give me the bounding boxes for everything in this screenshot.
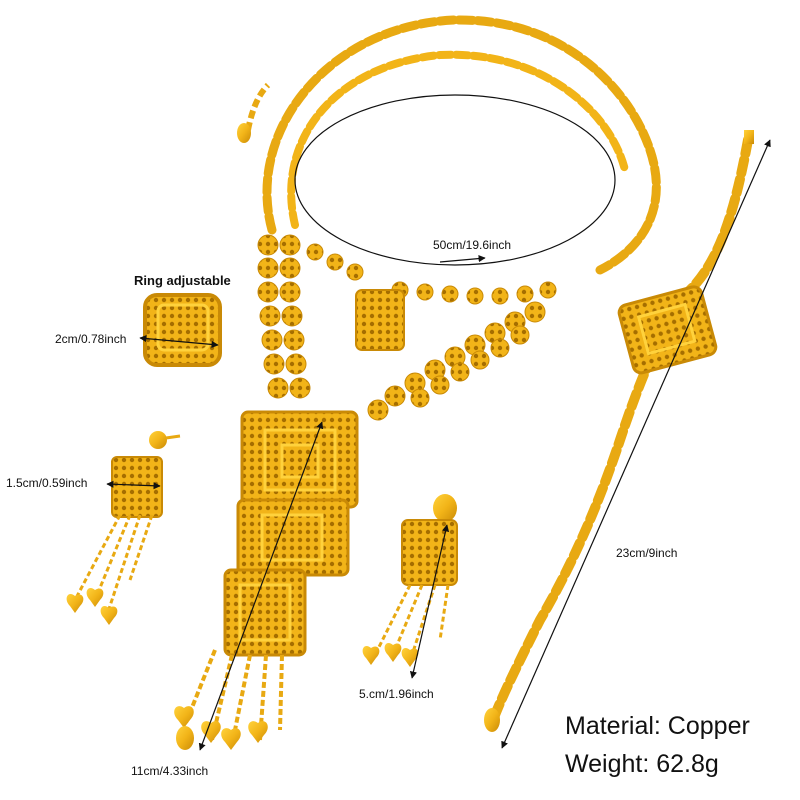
bracelet bbox=[484, 130, 754, 732]
weight-label: Weight: 62.8g bbox=[565, 750, 719, 778]
earring-small bbox=[66, 431, 181, 625]
earring-large bbox=[362, 494, 458, 667]
earring-small-size-label: 1.5cm/0.59inch bbox=[6, 476, 88, 490]
material-label: Material: Copper bbox=[565, 712, 750, 740]
necklace-length-label: 50cm/19.6inch bbox=[433, 238, 512, 252]
small-center-pendant bbox=[355, 289, 405, 351]
bracelet-length-label: 23cm/9inch bbox=[616, 546, 678, 560]
ring-size-label: 2cm/0.78inch bbox=[55, 332, 127, 346]
chain-end-tag bbox=[237, 123, 251, 143]
bead-strands bbox=[257, 234, 557, 421]
pendant-length-label: 11cm/4.33inch bbox=[131, 764, 209, 778]
measurement-lines bbox=[106, 94, 771, 751]
main-pendant bbox=[223, 410, 359, 657]
ring-label: Ring adjustable bbox=[134, 273, 231, 288]
necklace-chain-inner bbox=[287, 50, 629, 229]
earring-large-size-label: 5.cm/1.96inch bbox=[359, 687, 434, 701]
pendant-heart-charms bbox=[174, 706, 268, 750]
ring bbox=[143, 293, 222, 367]
necklace-extension bbox=[245, 82, 271, 131]
